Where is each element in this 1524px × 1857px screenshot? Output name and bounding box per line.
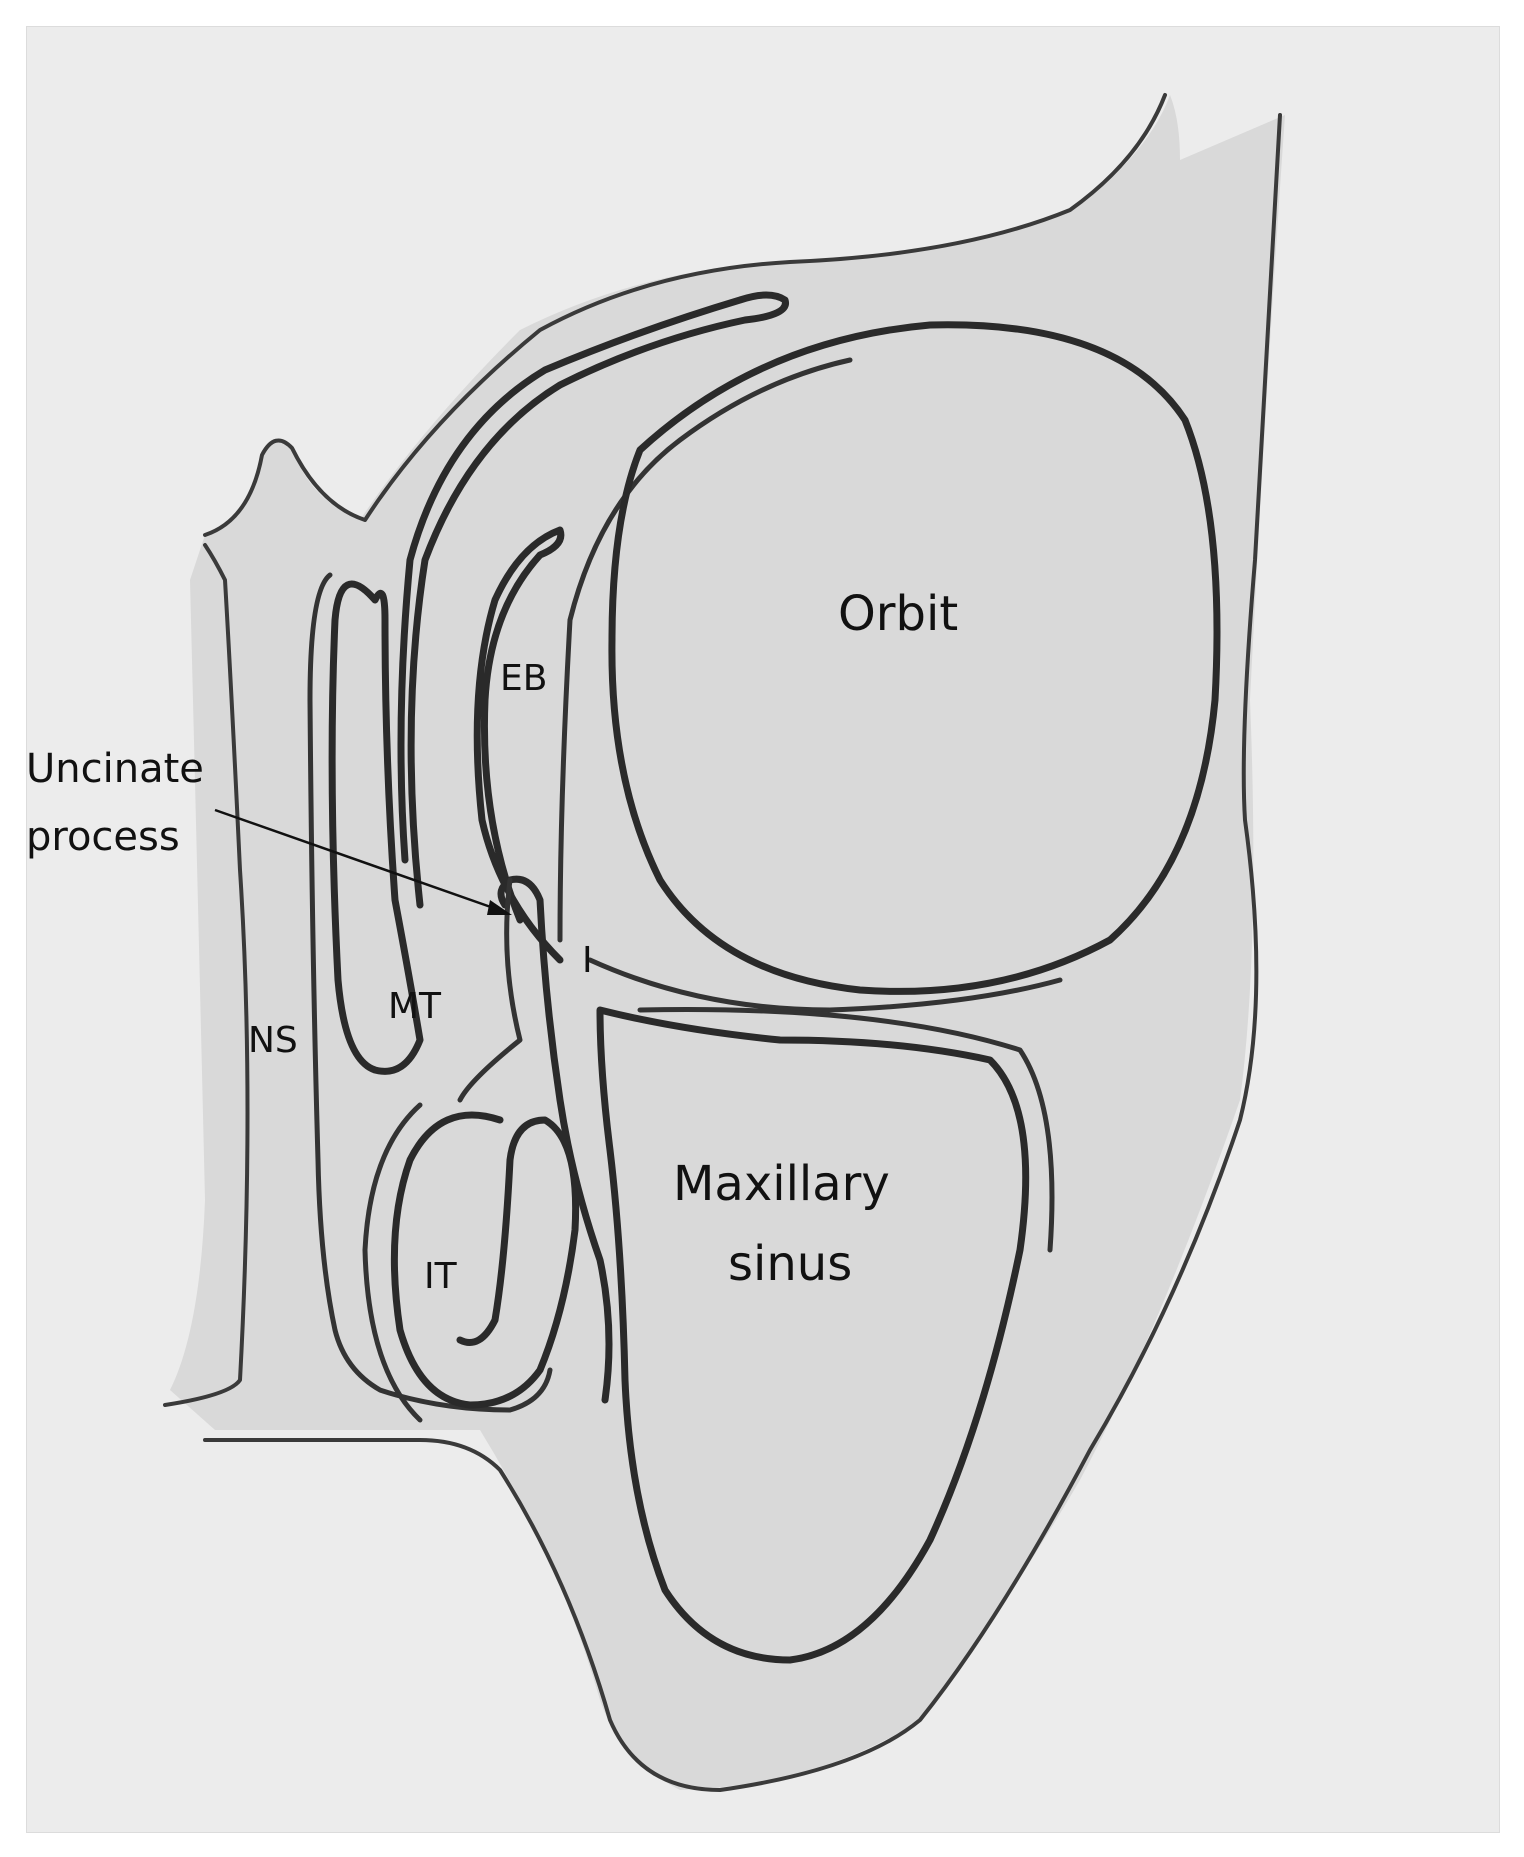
ethmoid-upper-wall bbox=[397, 291, 789, 909]
label-eb: EB bbox=[500, 658, 547, 699]
label-uncinate-line2: process bbox=[26, 814, 180, 860]
label-uncinate-line1: Uncinate bbox=[26, 746, 204, 792]
inferior-turbinate-wall bbox=[390, 1111, 580, 1409]
maxillary-sinus-outer bbox=[637, 1007, 1055, 1253]
label-ns: NS bbox=[248, 1020, 298, 1061]
label-i: I bbox=[582, 940, 593, 981]
uncinate-hook bbox=[457, 877, 523, 1103]
orbit-wall bbox=[608, 321, 1221, 995]
inferior-turbinate-outer bbox=[362, 1102, 423, 1423]
tissue-mass bbox=[170, 95, 1285, 1790]
label-orbit: Orbit bbox=[838, 586, 958, 642]
label-maxillary-line1: Maxillary bbox=[673, 1156, 890, 1212]
outer-contour bbox=[163, 93, 1167, 1407]
uncinate-pointer-line bbox=[214, 808, 506, 914]
middle-turbinate-wall bbox=[328, 580, 424, 1075]
ethmoid-inner-wall bbox=[557, 357, 853, 943]
uncinate-pointer-arrowhead bbox=[487, 900, 512, 915]
label-maxillary-line2: sinus bbox=[728, 1236, 852, 1292]
ethmoid-bulla-wall bbox=[473, 526, 565, 964]
label-mt: MT bbox=[388, 986, 442, 1027]
maxillary-sinus-wall bbox=[596, 1006, 1030, 1664]
right-contour bbox=[203, 113, 1282, 1792]
label-it: IT bbox=[424, 1256, 458, 1297]
orbit-floor-line bbox=[587, 957, 1063, 1013]
